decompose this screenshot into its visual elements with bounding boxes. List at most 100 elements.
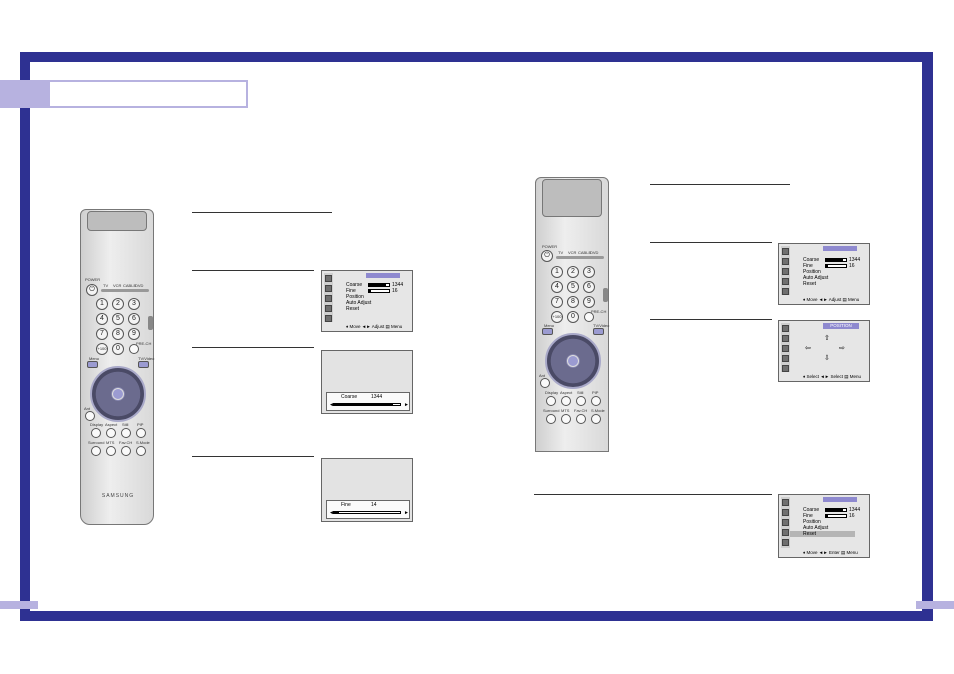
step-rule-4	[192, 456, 314, 457]
osd-item-fine[interactable]: Fine	[803, 513, 813, 519]
number-button-5[interactable]: 5	[112, 313, 124, 325]
position-up-arrow-icon[interactable]: ⇧	[824, 335, 830, 342]
mode-selector[interactable]	[556, 256, 604, 259]
fine-slider-track[interactable]	[333, 511, 401, 514]
osd-item-position[interactable]: Position	[346, 294, 364, 300]
osd-item-reset[interactable]: Reset	[803, 531, 817, 537]
number-button-3[interactable]: 3	[128, 298, 140, 310]
pc-icon	[782, 288, 789, 295]
power-button[interactable]: ⏻	[86, 284, 98, 296]
display-button[interactable]	[546, 396, 556, 406]
surround-button[interactable]	[546, 414, 556, 424]
osd-item-position[interactable]: Position	[803, 269, 821, 275]
mts-button[interactable]	[106, 446, 116, 456]
number-button-2[interactable]: 2	[567, 266, 579, 278]
menu-button[interactable]	[542, 328, 553, 335]
mts-button[interactable]	[561, 414, 571, 424]
antenna-button[interactable]	[540, 378, 550, 388]
setup-icon	[782, 355, 789, 362]
pip-button[interactable]	[591, 396, 601, 406]
enter-button[interactable]	[567, 355, 579, 367]
func-label-display: Display	[545, 390, 559, 395]
osd-item-fine[interactable]: Fine	[803, 263, 813, 269]
enter-button[interactable]	[112, 388, 124, 400]
page-tab-right	[916, 601, 954, 609]
display-button[interactable]	[91, 428, 101, 438]
pip-button[interactable]	[136, 428, 146, 438]
osd-item-reset[interactable]: Reset	[346, 306, 360, 312]
power-button[interactable]: ⏻	[541, 250, 553, 262]
section-tab	[0, 80, 50, 108]
osd-title-bar	[823, 497, 857, 502]
func-label-s-mode: S.Mode	[591, 408, 605, 413]
osd-item-auto-adjust[interactable]: Auto Adjust	[803, 525, 829, 531]
coarse-bar	[368, 283, 390, 287]
number-button-1[interactable]: 1	[96, 298, 108, 310]
number-button-7[interactable]: 7	[551, 296, 563, 308]
position-down-arrow-icon[interactable]: ⇩	[824, 355, 830, 362]
number-button-0[interactable]: 0	[112, 343, 124, 355]
number-button-8[interactable]: 8	[567, 296, 579, 308]
page-tab-left	[0, 601, 38, 609]
osd-item-fine[interactable]: Fine	[346, 288, 356, 294]
antenna-label: Ant	[539, 373, 546, 378]
osd-item-reset[interactable]: Reset	[803, 281, 817, 287]
pre-ch-label: PRE-CH	[591, 309, 607, 314]
number-button-6[interactable]: 6	[583, 281, 595, 293]
remote-top-panel	[87, 211, 147, 231]
osd-item-coarse[interactable]: Coarse	[803, 257, 820, 263]
fav-ch-button[interactable]	[576, 414, 586, 424]
number-button-2[interactable]: 2	[112, 298, 124, 310]
pre-ch-label: PRE-CH	[136, 341, 152, 346]
number-button-100[interactable]: +100	[551, 311, 563, 323]
aspect-button[interactable]	[561, 396, 571, 406]
surround-button[interactable]	[91, 446, 101, 456]
number-button-9[interactable]: 9	[128, 328, 140, 340]
still-button[interactable]	[121, 428, 131, 438]
mode-selector[interactable]	[101, 289, 149, 292]
osd-footer: ♦ Move ◄► Enter ▤ Menu	[803, 550, 858, 555]
number-button-3[interactable]: 3	[583, 266, 595, 278]
osd-item-position[interactable]: Position	[803, 519, 821, 525]
osd-item-list: Coarse 1344 Fine 16 Position Auto Adjust…	[346, 282, 410, 312]
number-button-4[interactable]: 4	[96, 313, 108, 325]
number-button-6[interactable]: 6	[128, 313, 140, 325]
number-button-100[interactable]: +100	[96, 343, 108, 355]
coarse-bar	[825, 508, 847, 512]
number-button-1[interactable]: 1	[551, 266, 563, 278]
position-right-arrow-icon[interactable]: ⇨	[839, 345, 845, 352]
pre-ch-button[interactable]	[129, 344, 139, 354]
osd-item-auto-adjust[interactable]: Auto Adjust	[346, 300, 372, 306]
step-rule-1	[192, 212, 332, 213]
mode-label-dvd: DVD	[135, 283, 144, 288]
navigation-pad[interactable]	[545, 333, 601, 389]
s-mode-button[interactable]	[136, 446, 146, 456]
pre-ch-button[interactable]	[584, 312, 594, 322]
number-button-4[interactable]: 4	[551, 281, 563, 293]
setup-icon	[325, 305, 332, 312]
coarse-slider-track[interactable]	[333, 403, 401, 406]
osd-side-icons	[781, 497, 790, 548]
position-left-arrow-icon[interactable]: ⇦	[805, 345, 811, 352]
still-button[interactable]	[576, 396, 586, 406]
number-button-9[interactable]: 9	[583, 296, 595, 308]
menu-button[interactable]	[87, 361, 98, 368]
side-volume-rocker[interactable]	[148, 316, 153, 330]
navigation-pad[interactable]	[90, 366, 146, 422]
aspect-button[interactable]	[106, 428, 116, 438]
page-frame-right	[922, 52, 933, 621]
number-button-8[interactable]: 8	[112, 328, 124, 340]
osd-item-coarse[interactable]: Coarse	[803, 507, 820, 513]
tv-video-button[interactable]	[138, 361, 149, 368]
s-mode-button[interactable]	[591, 414, 601, 424]
number-button-5[interactable]: 5	[567, 281, 579, 293]
number-button-0[interactable]: 0	[567, 311, 579, 323]
antenna-label: Ant	[84, 406, 91, 411]
fav-ch-button[interactable]	[121, 446, 131, 456]
osd-item-auto-adjust[interactable]: Auto Adjust	[803, 275, 829, 281]
tv-video-button[interactable]	[593, 328, 604, 335]
osd-item-coarse[interactable]: Coarse	[346, 282, 363, 288]
antenna-button[interactable]	[85, 411, 95, 421]
side-volume-rocker[interactable]	[603, 288, 608, 302]
number-button-7[interactable]: 7	[96, 328, 108, 340]
